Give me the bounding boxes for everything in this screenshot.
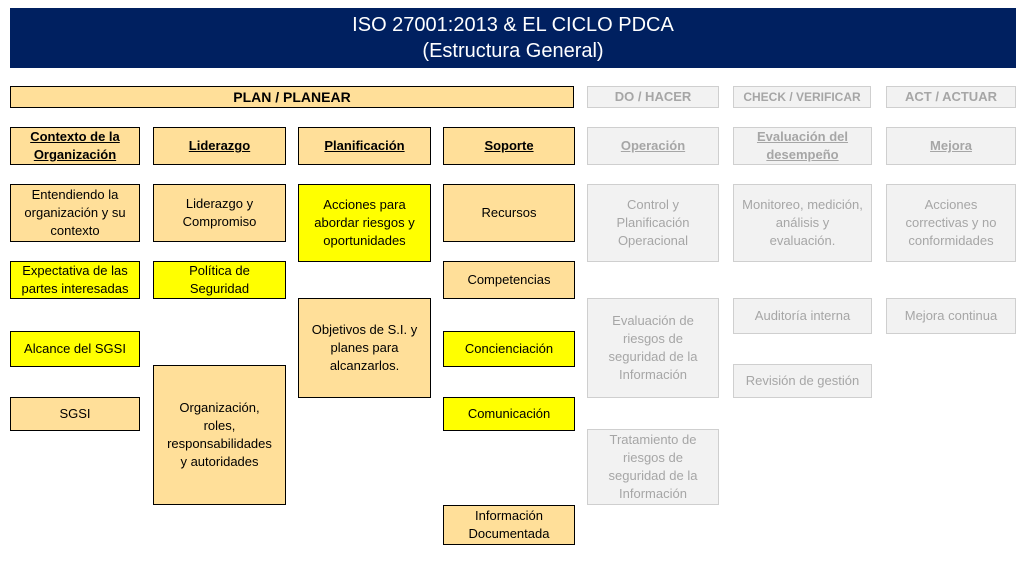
header-evaluacion-desempeno: Evaluación del desempeño — [733, 127, 872, 165]
header-planificacion: Planificación — [298, 127, 431, 165]
box-organizacion-roles: Organización, roles, responsabilidades y… — [153, 365, 286, 505]
box-tratamiento-riesgos: Tratamiento de riesgos de seguridad de l… — [587, 429, 719, 505]
phase-check: CHECK / VERIFICAR — [733, 86, 871, 108]
box-alcance-sgsi: Alcance del SGSI — [10, 331, 140, 367]
box-sgsi: SGSI — [10, 397, 140, 431]
box-recursos: Recursos — [443, 184, 575, 242]
box-monitoreo-medicion: Monitoreo, medición, análisis y evaluaci… — [733, 184, 872, 262]
box-control-planificacion: Control y Planificación Operacional — [587, 184, 719, 262]
title-line-1: ISO 27001:2013 & EL CICLO PDCA — [352, 14, 674, 36]
phase-plan: PLAN / PLANEAR — [10, 86, 574, 108]
header-mejora: Mejora — [886, 127, 1016, 165]
box-informacion-documentada: Información Documentada — [443, 505, 575, 545]
box-mejora-continua: Mejora continua — [886, 298, 1016, 334]
box-auditoria-interna: Auditoría interna — [733, 298, 872, 334]
diagram-title: ISO 27001:2013 & EL CICLO PDCA (Estructu… — [10, 8, 1016, 68]
box-comunicacion: Comunicación — [443, 397, 575, 431]
phase-act: ACT / ACTUAR — [886, 86, 1016, 108]
box-competencias: Competencias — [443, 261, 575, 299]
header-liderazgo: Liderazgo — [153, 127, 286, 165]
box-liderazgo-compromiso: Liderazgo y Compromiso — [153, 184, 286, 242]
title-line-2: (Estructura General) — [422, 40, 604, 62]
box-evaluacion-riesgos: Evaluación de riesgos de seguridad de la… — [587, 298, 719, 398]
box-revision-gestion: Revisión de gestión — [733, 364, 872, 398]
header-contexto: Contexto de la Organización — [10, 127, 140, 165]
box-expectativa-partes: Expectativa de las partes interesadas — [10, 261, 140, 299]
box-concienciacion: Concienciación — [443, 331, 575, 367]
box-entendiendo-organizacion: Entendiendo la organización y su context… — [10, 184, 140, 242]
header-operacion: Operación — [587, 127, 719, 165]
box-acciones-correctivas: Acciones correctivas y no conformidades — [886, 184, 1016, 262]
box-politica-seguridad: Política de Seguridad — [153, 261, 286, 299]
box-acciones-riesgos: Acciones para abordar riesgos y oportuni… — [298, 184, 431, 262]
phase-do: DO / HACER — [587, 86, 719, 108]
header-soporte: Soporte — [443, 127, 575, 165]
box-objetivos-si: Objetivos de S.I. y planes para alcanzar… — [298, 298, 431, 398]
